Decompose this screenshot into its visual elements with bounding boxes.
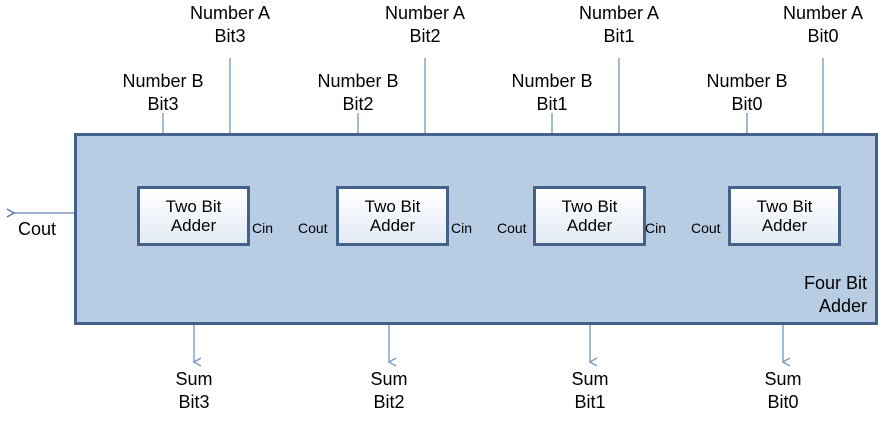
label-line-2: Bit0 — [767, 392, 799, 413]
label-line-1: Sum — [370, 369, 408, 389]
label-line-1: Number B — [511, 71, 593, 91]
adder-label-line-2: Adder — [170, 216, 217, 235]
pin-label-cin-bit2: Cin — [451, 220, 473, 236]
input-label-number-b-bit0: Number B Bit0 — [706, 70, 787, 117]
two-bit-adder-bit3[interactable]: Two Bit Adder — [137, 186, 250, 246]
label-line-2: Bit3 — [147, 94, 179, 115]
label-line-2: Bit2 — [373, 392, 405, 413]
output-label-sum-bit3: Sum Bit3 — [175, 368, 212, 415]
label-line-1: Sum — [764, 369, 802, 389]
adder-label-line-1: Two Bit — [165, 196, 222, 216]
label-line-2: Bit2 — [409, 26, 441, 47]
label-line-2: Bit1 — [574, 392, 606, 413]
label-line-1: Sum — [571, 369, 609, 389]
label-line-1: Number A — [189, 3, 271, 23]
container-title-line-2: Adder — [818, 296, 867, 317]
adder-label-line-1: Two Bit — [364, 196, 421, 216]
label-line-1: Number B — [122, 71, 204, 91]
pin-label-cin-bit3: Cin — [252, 220, 274, 236]
output-label-cout: Cout — [18, 219, 57, 239]
input-label-number-a-bit1: Number A Bit1 — [579, 2, 659, 49]
pin-label-cout-bit2: Cout — [298, 220, 328, 236]
input-label-number-a-bit2: Number A Bit2 — [385, 2, 465, 49]
adder-label-line-2: Adder — [761, 216, 808, 235]
label-line-2: Bit3 — [178, 392, 210, 413]
adder-label-line-1: Two Bit — [561, 196, 618, 216]
input-label-number-a-bit0: Number A Bit0 — [783, 2, 863, 49]
two-bit-adder-bit2[interactable]: Two Bit Adder — [336, 186, 449, 246]
input-label-number-b-bit3: Number B Bit3 — [122, 70, 203, 117]
input-label-number-b-bit1: Number B Bit1 — [511, 70, 592, 117]
adder-label-line-2: Adder — [566, 216, 613, 235]
label-line-2: Bit0 — [731, 94, 763, 115]
label-line-2: Bit2 — [342, 94, 374, 115]
container-title-four-bit-adder: Four Bit Adder — [804, 272, 867, 319]
label-line-1: Number A — [578, 3, 660, 23]
two-bit-adder-bit0[interactable]: Two Bit Adder — [728, 186, 841, 246]
label-line-1: Sum — [175, 369, 213, 389]
two-bit-adder-bit1[interactable]: Two Bit Adder — [533, 186, 646, 246]
pin-label-cout-bit1: Cout — [497, 220, 527, 236]
label-line-1: Number B — [706, 71, 788, 91]
output-label-sum-bit1: Sum Bit1 — [571, 368, 608, 415]
output-label-sum-bit0: Sum Bit0 — [764, 368, 801, 415]
label-line-2: Bit3 — [214, 26, 246, 47]
label-line-2: Bit0 — [807, 26, 839, 47]
label-line-1: Number A — [384, 3, 466, 23]
label-line-1: Number B — [317, 71, 399, 91]
input-label-number-a-bit3: Number A Bit3 — [190, 2, 270, 49]
input-label-number-b-bit2: Number B Bit2 — [317, 70, 398, 117]
output-label-sum-bit2: Sum Bit2 — [370, 368, 407, 415]
label-line-1: Number A — [782, 3, 864, 23]
label-line-2: Bit1 — [536, 94, 568, 115]
pin-label-cout-bit0: Cout — [691, 220, 721, 236]
container-title-line-1: Four Bit — [803, 273, 867, 293]
adder-label-line-2: Adder — [369, 216, 416, 235]
adder-label-line-1: Two Bit — [756, 196, 813, 216]
pin-label-cin-bit1: Cin — [645, 220, 667, 236]
label-line-2: Bit1 — [603, 26, 635, 47]
